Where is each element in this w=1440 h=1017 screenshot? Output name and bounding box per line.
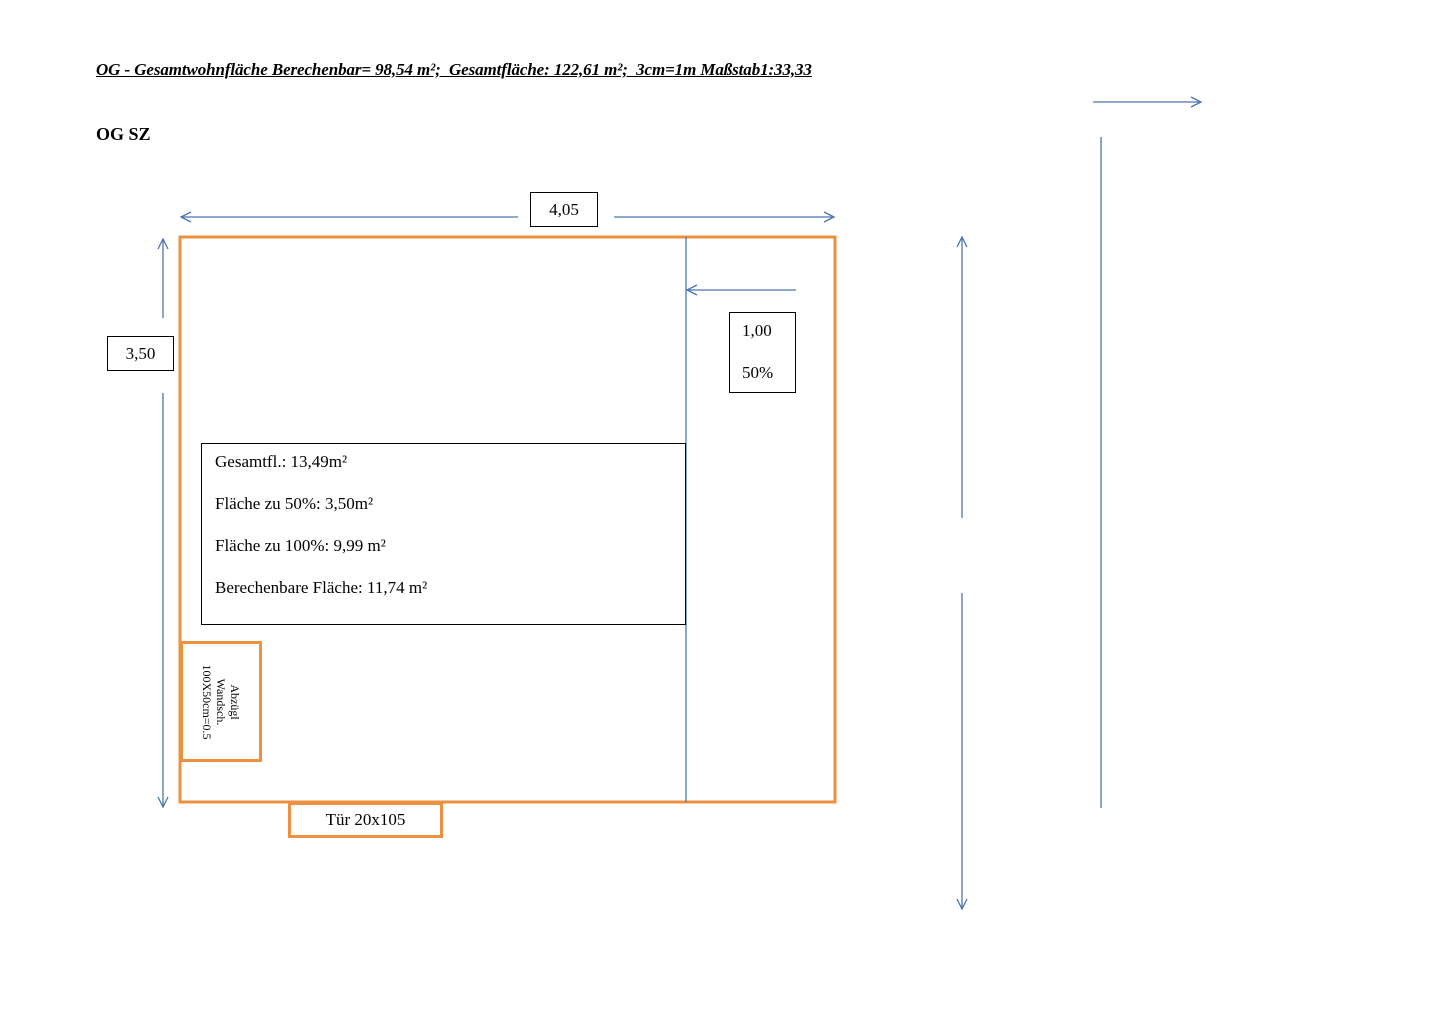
wall-deduction-line1: Abzügl xyxy=(228,683,242,720)
total-area-text: Gesamtfl.: 13,49m² xyxy=(215,452,348,471)
area-100-text: Fläche zu 100%: 9,99 m² xyxy=(215,536,386,555)
room-outline xyxy=(178,235,837,804)
width-dimension-label: 4,05 xyxy=(530,192,598,227)
room-heading: OG SZ xyxy=(96,124,151,144)
height-dimension-label: 3,50 xyxy=(107,336,174,371)
wall-deduction-text: Abzügl Wandsch. 100X50cm=0.5 xyxy=(200,664,242,739)
slope-width-label: 1,00 xyxy=(742,321,772,340)
slope-percent-label: 50% xyxy=(742,363,774,382)
wall-deduction-line3: 100X50cm=0.5 xyxy=(200,663,214,740)
area-50-text: Fläche zu 50%: 3,50m² xyxy=(215,494,374,513)
door-label: Tür 20x105 xyxy=(288,802,443,838)
countable-area-text: Berechenbare Fläche: 11,74 m² xyxy=(215,578,428,597)
wall-deduction-box: Abzügl Wandsch. 100X50cm=0.5 xyxy=(180,641,262,762)
page-title: OG - Gesamtwohnfläche Berechenbar= 98,54… xyxy=(96,60,812,79)
slope-info-box: 1,00 50% xyxy=(729,312,796,393)
area-summary-box: Gesamtfl.: 13,49m² Fläche zu 50%: 3,50m²… xyxy=(201,443,686,625)
wall-deduction-line2: Wandsch. xyxy=(214,678,228,725)
